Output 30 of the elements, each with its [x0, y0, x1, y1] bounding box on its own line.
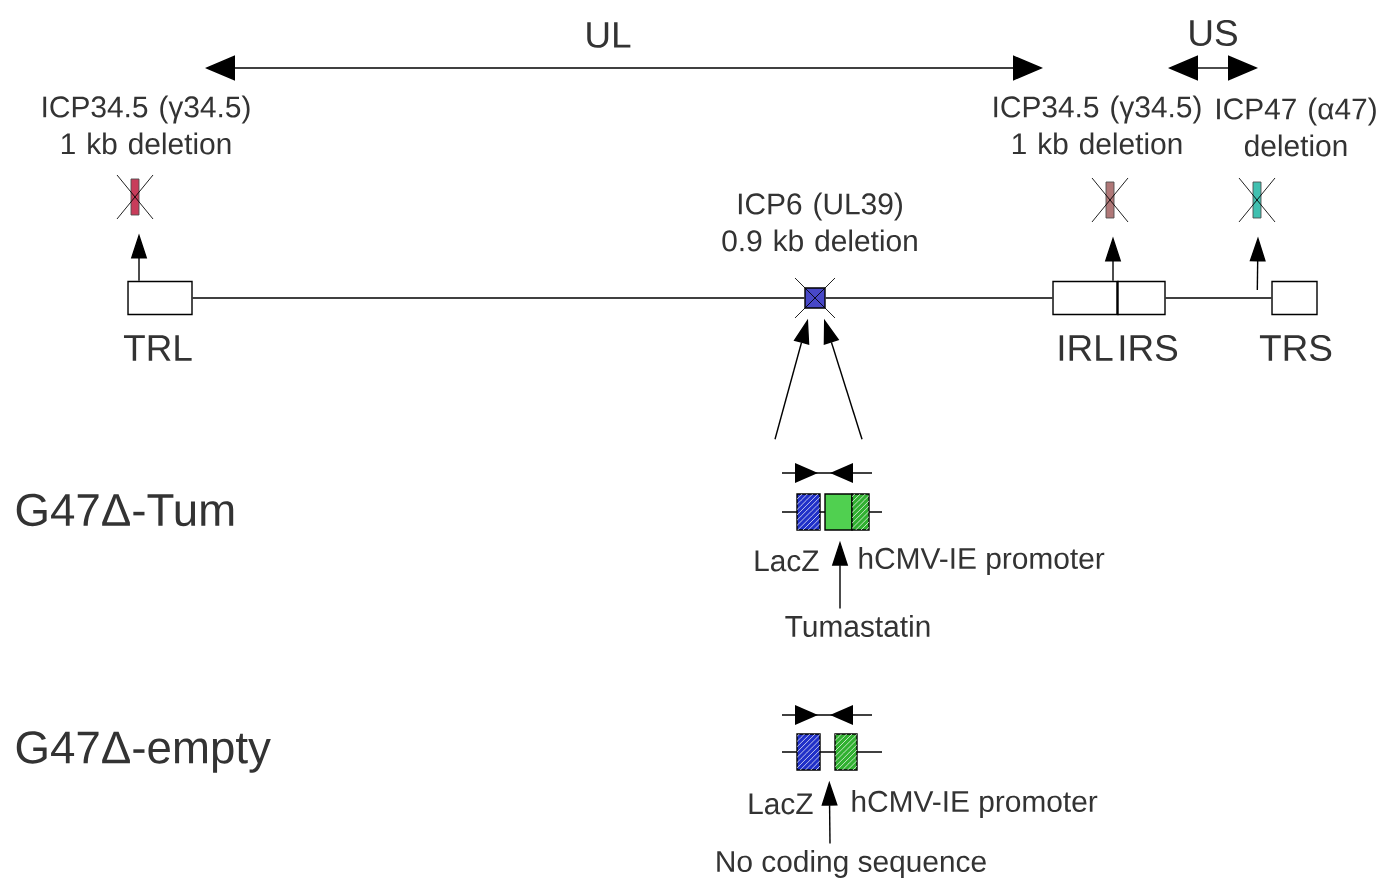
repeat-region-box	[127, 280, 193, 316]
gene-label: Tumastatin	[785, 615, 930, 637]
region-label: TRS	[1259, 334, 1332, 362]
deleted-gene-mark	[116, 174, 154, 220]
genome-line	[1165, 297, 1272, 299]
repeat-region-box	[1052, 280, 1120, 316]
gene-label: ICP34.5 (γ34.5) 1 kb deletion	[43, 95, 250, 155]
deleted-gene-mark	[1091, 177, 1129, 223]
gene-label: ICP47 (α47) deletion	[1217, 97, 1376, 157]
region-label: TRL	[124, 335, 192, 361]
gene-label: LacZ	[749, 793, 813, 815]
deletion-site-box	[794, 277, 836, 319]
deleted-gene-mark	[1238, 177, 1276, 223]
sequence-label: No coding sequence	[717, 850, 986, 878]
genome-line	[192, 297, 805, 299]
gene-block	[824, 493, 853, 531]
gene-label: hCMV-IE promoter	[859, 547, 1105, 575]
region-label: US	[1190, 19, 1237, 47]
construct-label: G47Δ-Tum	[16, 493, 234, 527]
gene-label: ICP6 (UL39) 0.9 kb deletion	[722, 192, 917, 252]
region-label: IRL	[1059, 335, 1113, 361]
repeat-region-box	[1117, 280, 1166, 316]
genome-line	[825, 297, 1053, 299]
gene-label: LacZ	[755, 550, 819, 572]
region-label: IRS	[1120, 334, 1178, 362]
region-label: UL	[587, 22, 631, 48]
gene-label: hCMV-IE promoter	[852, 790, 1098, 818]
gene-label: ICP34.5 (γ34.5) 1 kb deletion	[994, 95, 1201, 155]
construct-label: G47Δ-empty	[16, 731, 271, 773]
repeat-region-box	[1271, 280, 1318, 316]
